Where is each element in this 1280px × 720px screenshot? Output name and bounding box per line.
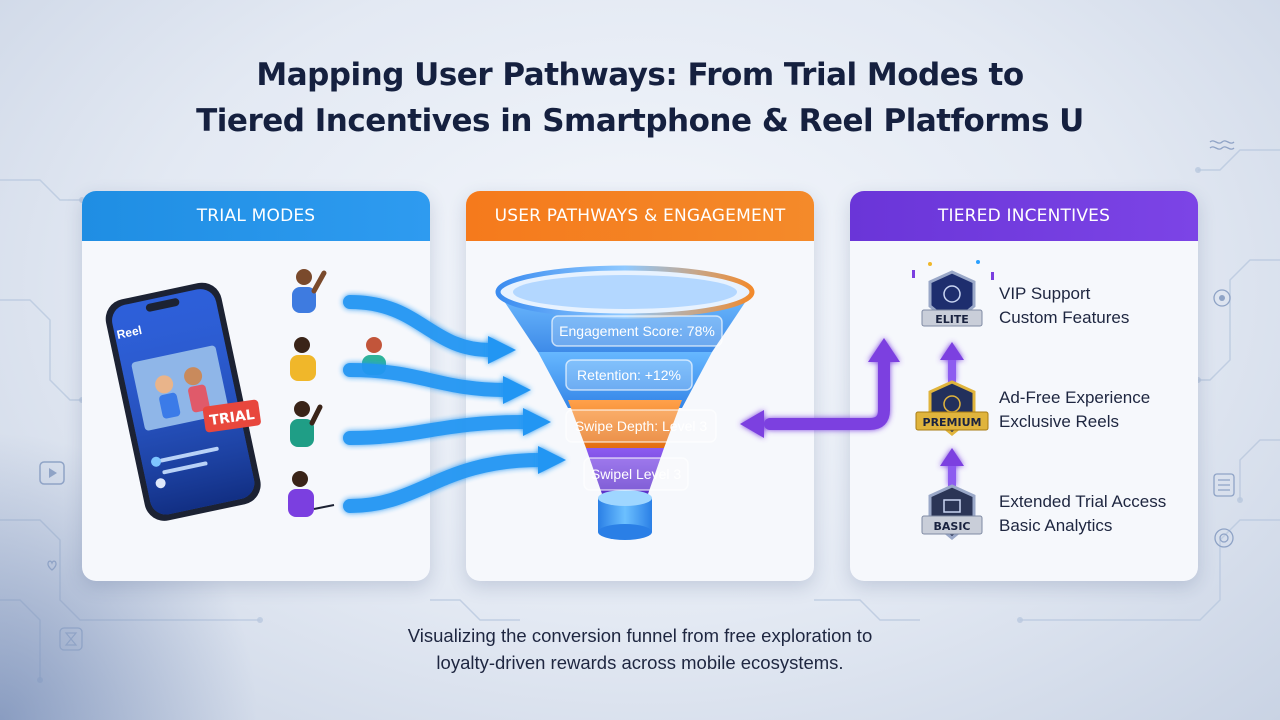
heart-icon bbox=[47, 560, 57, 571]
funnel-label-engagement: Engagement Score: 78% bbox=[559, 323, 715, 339]
page-title: Mapping User Pathways: From Trial Modes … bbox=[0, 52, 1280, 144]
trial-badge: TRIAL bbox=[202, 399, 261, 433]
trial-modes-illustration: Reel TRIAL bbox=[105, 269, 386, 521]
arrowhead-1 bbox=[488, 336, 516, 364]
subtitle-line-2: loyalty-driven rewards across mobile eco… bbox=[436, 652, 844, 673]
arrowhead-2 bbox=[503, 376, 531, 404]
premium-tier-text: Ad-Free Experience Exclusive Reels bbox=[999, 386, 1150, 434]
title-line-2: Tiered Incentives in Smartphone & Reel P… bbox=[196, 103, 1084, 139]
arrowhead-4 bbox=[538, 446, 566, 474]
settings-icon bbox=[1213, 289, 1231, 307]
tiered-incentives-panel: TIERED INCENTIVES bbox=[850, 191, 1198, 581]
arrowhead-3 bbox=[523, 408, 551, 436]
basic-badge-label: BASIC bbox=[934, 520, 971, 533]
elite-badge: ELITE bbox=[921, 270, 983, 327]
flow-arrow-1 bbox=[343, 295, 497, 357]
title-line-1: Mapping User Pathways: From Trial Modes … bbox=[256, 57, 1024, 93]
flow-arrow-4 bbox=[343, 453, 547, 513]
trial-modes-body: Reel TRIAL bbox=[82, 241, 430, 581]
user-pathways-header: USER PATHWAYS & ENGAGEMENT bbox=[466, 191, 814, 241]
person-icon-1 bbox=[292, 269, 327, 313]
basic-badge: BASIC bbox=[921, 484, 983, 540]
layers-icon bbox=[1209, 140, 1235, 150]
premium-badge-label: PREMIUM bbox=[923, 416, 982, 429]
basic-benefit-1: Extended Trial Access bbox=[999, 492, 1167, 511]
page-subtitle: Visualizing the conversion funnel from f… bbox=[0, 622, 1280, 676]
person-icon-4 bbox=[290, 401, 323, 447]
person-icon-5 bbox=[288, 471, 335, 517]
conversion-funnel bbox=[495, 265, 755, 540]
funnel-label-boxes bbox=[551, 315, 723, 491]
subtitle-line-1: Visualizing the conversion funnel from f… bbox=[407, 625, 873, 646]
incentive-flow-arrow bbox=[740, 338, 900, 438]
list-icon bbox=[1213, 473, 1235, 497]
premium-badge: PREMIUM bbox=[915, 380, 989, 436]
trial-modes-panel: TRIAL MODES Reel bbox=[82, 191, 430, 581]
person-icon-2 bbox=[290, 337, 316, 381]
elite-badge-label: ELITE bbox=[935, 313, 969, 326]
basic-benefit-2: Basic Analytics bbox=[999, 516, 1113, 535]
trial-modes-header: TRIAL MODES bbox=[82, 191, 430, 241]
premium-benefit-1: Ad-Free Experience bbox=[999, 388, 1151, 407]
elite-sparkles bbox=[912, 260, 994, 280]
elite-benefit-2: Custom Features bbox=[999, 308, 1130, 327]
phone-app-label: Reel bbox=[115, 323, 143, 342]
funnel-label-retention: Retention: +12% bbox=[577, 367, 681, 383]
elite-tier-text: VIP Support Custom Features bbox=[999, 282, 1129, 330]
basic-tier-text: Extended Trial Access Basic Analytics bbox=[999, 490, 1166, 538]
premium-benefit-2: Exclusive Reels bbox=[999, 412, 1119, 431]
flow-arrow-3 bbox=[343, 415, 532, 445]
trial-badge-label: TRIAL bbox=[209, 407, 256, 429]
tier-up-arrows bbox=[940, 342, 964, 486]
flow-arrow-2 bbox=[343, 363, 512, 397]
funnel-label-swipe-level: Swipel Level 3 bbox=[591, 466, 681, 482]
elite-benefit-1: VIP Support bbox=[999, 284, 1091, 303]
play-icon bbox=[39, 461, 65, 485]
funnel-label-swipe-depth: Swipe Depth: Level 3 bbox=[575, 418, 708, 434]
hourglass-icon bbox=[59, 627, 83, 651]
tiered-incentives-header: TIERED INCENTIVES bbox=[850, 191, 1198, 241]
smartphone bbox=[105, 282, 261, 521]
target-icon bbox=[1214, 528, 1234, 548]
